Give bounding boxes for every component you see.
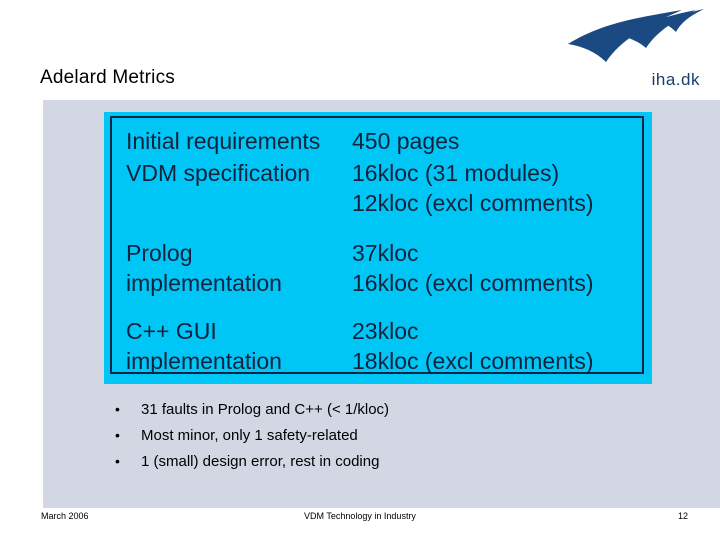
metrics-value: 37kloc 16kloc (excl comments) [352, 240, 594, 296]
list-item-label: 1 (small) design error, rest in coding [141, 453, 380, 470]
footer-date: March 2006 [41, 511, 89, 521]
table-row: Prolog implementation 37kloc 16kloc (exc… [112, 238, 642, 298]
list-item: • Most minor, only 1 safety-related [115, 426, 635, 445]
list-item-label: Most minor, only 1 safety-related [141, 427, 358, 444]
metrics-label: Prolog implementation [126, 240, 282, 296]
table-row: Initial requirements 450 pages [112, 126, 642, 156]
bullet-marker-icon: • [115, 453, 120, 469]
list-item: • 1 (small) design error, rest in coding [115, 452, 635, 471]
metrics-table-container: Initial requirements 450 pages VDM speci… [104, 112, 652, 384]
iha-logo: iha.dk [566, 8, 706, 94]
metrics-label: Initial requirements [126, 128, 321, 154]
content-panel: Initial requirements 450 pages VDM speci… [43, 100, 720, 508]
page-title: Adelard Metrics [40, 67, 175, 88]
bullet-marker-icon: • [115, 427, 120, 443]
list-item-label: 31 faults in Prolog and C++ (< 1/kloc) [141, 401, 390, 418]
footer: March 2006 VDM Technology in Industry 12 [0, 509, 720, 533]
logo-swoosh-icon [568, 9, 704, 62]
logo-wordmark: iha.dk [651, 70, 700, 89]
table-row: C++ GUI implementation 23kloc 18kloc (ex… [112, 316, 642, 376]
table-row: VDM specification 16kloc (31 modules) 12… [112, 158, 642, 218]
metrics-value: 450 pages [352, 128, 460, 154]
list-item: • 31 faults in Prolog and C++ (< 1/kloc) [115, 400, 635, 419]
bullet-marker-icon: • [115, 401, 120, 417]
footer-title: VDM Technology in Industry [304, 511, 416, 521]
metrics-value: 16kloc (31 modules) 12kloc (excl comment… [352, 160, 594, 216]
metrics-label: C++ GUI implementation [126, 318, 282, 374]
footer-page-number: 12 [677, 511, 688, 521]
bullet-list: • 31 faults in Prolog and C++ (< 1/kloc)… [115, 400, 635, 478]
metrics-label: VDM specification [126, 160, 311, 186]
metrics-table: Initial requirements 450 pages VDM speci… [110, 116, 644, 374]
metrics-value: 23kloc 18kloc (excl comments) [352, 318, 594, 374]
